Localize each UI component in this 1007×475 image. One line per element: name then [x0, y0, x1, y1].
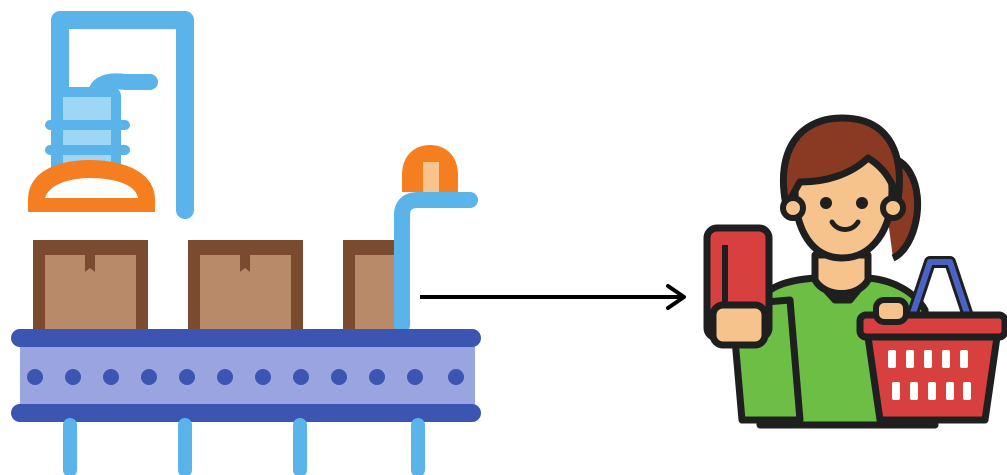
conveyor-belt [11, 329, 481, 475]
conveyor-belt-production-icon [11, 11, 481, 475]
smile [829, 219, 861, 232]
eye-left [820, 197, 832, 209]
neck [811, 251, 872, 297]
eye-right [856, 197, 868, 209]
belt-legs [63, 418, 425, 475]
box-1 [33, 240, 148, 330]
arm-piston [53, 87, 121, 177]
hand-left [709, 301, 769, 349]
belt-rollers [27, 369, 464, 385]
sensor-pole [394, 192, 478, 333]
shopper-with-card-and-basket-icon [703, 114, 1007, 429]
flow-arrow [420, 284, 686, 310]
shopping-basket-icon [856, 256, 1007, 424]
box-2 [188, 240, 303, 330]
